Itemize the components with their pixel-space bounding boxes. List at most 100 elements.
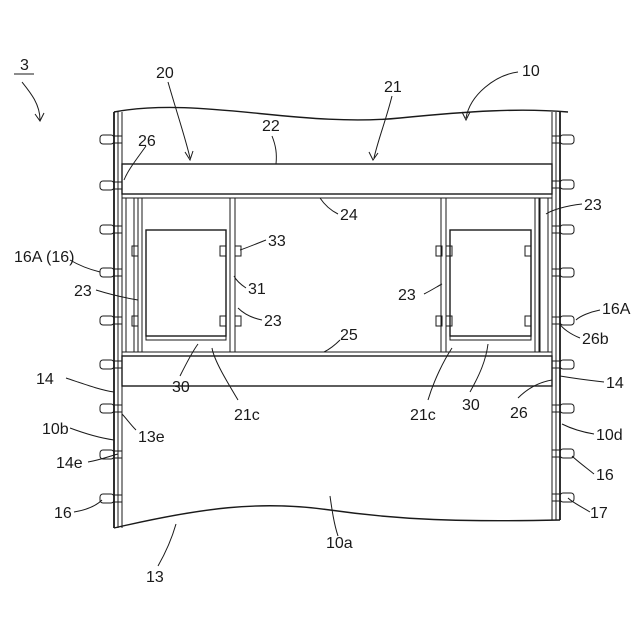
- bracket-plate: [446, 316, 452, 326]
- left-bolts: [100, 135, 122, 503]
- panel-top-wavy-edge: [114, 107, 568, 120]
- frame-label: 21: [384, 79, 402, 96]
- plate-label: 33: [268, 233, 286, 250]
- bolt: [100, 316, 122, 325]
- bracket-plate: [446, 246, 452, 256]
- post-23-label-right-top: 23: [584, 197, 602, 214]
- bolt: [552, 135, 574, 144]
- post-23-leader-right-top: [546, 204, 582, 214]
- ref-13e-leader: [122, 414, 136, 430]
- bracket-plate: [132, 316, 138, 326]
- bottom-beam-leader: [324, 340, 340, 352]
- right-bolts: [552, 135, 574, 502]
- ref-21c-label-left: 21c: [234, 407, 260, 424]
- ref-26b-label: 26b: [582, 331, 609, 348]
- bracket-plate: [132, 246, 138, 256]
- bolt-16A-label-right: 16A: [602, 301, 631, 318]
- bolt: [100, 360, 122, 369]
- ref-14e-label: 14e: [56, 455, 83, 472]
- bracket-plate: [220, 246, 226, 256]
- post-23-label-mid-left: 23: [264, 313, 282, 330]
- flange-14-leader-left: [66, 378, 114, 392]
- ref-10d-label: 10d: [596, 427, 623, 444]
- post-label-bottom-right: 26: [510, 405, 528, 422]
- ref-13-leader: [158, 524, 176, 566]
- bolt: [552, 268, 574, 277]
- bolt: [100, 404, 122, 413]
- frame-leader: [374, 96, 392, 158]
- left-outer-post: [126, 198, 134, 352]
- bracket-plate: [525, 246, 531, 256]
- bolt-16A-16-label: 16A (16): [14, 249, 74, 266]
- ref-21c-label-right: 21c: [410, 407, 436, 424]
- inner-beam-leader: [320, 198, 338, 214]
- top-beam: [122, 164, 552, 194]
- post-label-top-left: 26: [138, 133, 156, 150]
- box-30-label-right: 30: [462, 397, 480, 414]
- box-label: 31: [248, 281, 266, 298]
- flange-14-label-left: 14: [36, 371, 54, 388]
- bolt: [552, 316, 574, 325]
- bolt: [552, 180, 574, 189]
- top-beam-leader: [272, 136, 276, 164]
- right-box: [450, 230, 531, 336]
- bottom-beam-label: 25: [340, 327, 358, 344]
- bolt: [100, 181, 122, 190]
- bolt: [552, 449, 574, 458]
- box-30-leader-right: [470, 344, 488, 392]
- bolt: [100, 225, 122, 234]
- frame-assembly: [122, 164, 552, 386]
- box-leader: [234, 276, 246, 288]
- ref-13-label: 13: [146, 569, 164, 586]
- ref-13e-label: 13e: [138, 429, 165, 446]
- ref-26b-leader: [560, 324, 580, 338]
- bracket-plate: [220, 316, 226, 326]
- bolt-16-leader-right: [572, 456, 594, 474]
- post-23-leader-left: [96, 290, 138, 300]
- panel-label: 10: [522, 63, 540, 80]
- frame-arrowhead: [369, 152, 378, 160]
- ref-10a-label: 10a: [326, 535, 353, 552]
- left-box: [146, 230, 226, 336]
- panel-outline: [114, 107, 568, 528]
- bracket-plate: [235, 316, 241, 326]
- inner-beam-label: 24: [340, 207, 358, 224]
- top-beam-label: 22: [262, 118, 280, 135]
- flange-14-leader-right: [560, 376, 604, 382]
- ref-10b-leader: [70, 428, 114, 440]
- bolt: [100, 494, 122, 503]
- ref-10d-leader: [562, 424, 594, 434]
- ref-10b-label: 10b: [42, 421, 69, 438]
- leader-lines: [14, 72, 604, 566]
- assembly-label: 20: [156, 65, 174, 82]
- post-leader-bottom-right: [518, 380, 552, 398]
- post-23-leader-mid-left: [238, 308, 262, 320]
- bolt-16A-leader: [70, 260, 100, 272]
- bolt: [552, 360, 574, 369]
- plate-leader: [240, 240, 266, 250]
- post-23-label-right-mid: 23: [398, 287, 416, 304]
- bolt: [552, 404, 574, 413]
- bolt-17-leader: [568, 498, 590, 512]
- bolt-16-leader-left: [74, 500, 102, 512]
- bolt: [552, 225, 574, 234]
- bolt-16A-leader-right: [576, 310, 600, 320]
- flange-14-label-right: 14: [606, 375, 624, 392]
- reference-labels: 3 10 20 21 22 26 24 23 33 16A (16) 31 23…: [14, 57, 631, 586]
- bolt-16-label-left: 16: [54, 505, 72, 522]
- bolt: [100, 450, 122, 459]
- bolt: [100, 135, 122, 144]
- bolt-17-label: 17: [590, 505, 608, 522]
- assembly-leader: [168, 82, 190, 158]
- box-30-leader-left: [180, 344, 198, 376]
- panel-bottom-wavy-edge: [114, 506, 560, 528]
- bolt-16-label-right: 16: [596, 467, 614, 484]
- post-23-leader-right-mid: [424, 284, 442, 294]
- ref-10a-leader: [330, 496, 338, 536]
- right-outer-post: [540, 198, 548, 352]
- bolt: [100, 268, 122, 277]
- post-leader-top-left: [124, 146, 146, 180]
- post-23-label-left: 23: [74, 283, 92, 300]
